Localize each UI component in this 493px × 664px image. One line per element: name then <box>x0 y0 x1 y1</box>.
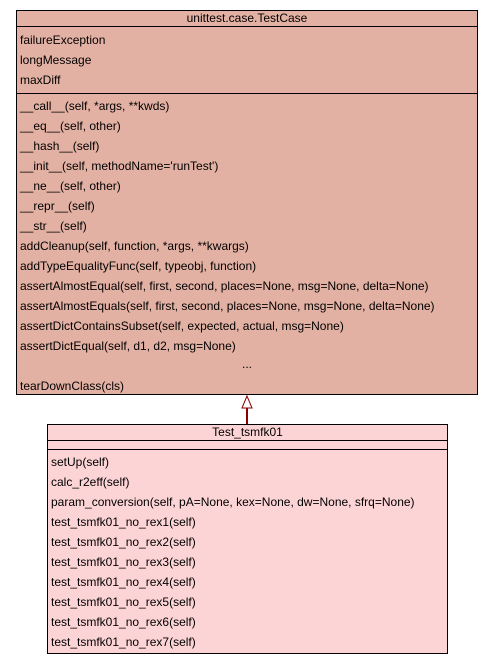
operation-row: test_tsmfk01_no_rex3(self) <box>51 555 196 569</box>
inheritance-arrowhead-icon <box>241 394 253 409</box>
operations-compartment: __call__(self, *args, **kwds) __eq__(sel… <box>17 94 477 396</box>
operation-row: test_tsmfk01_no_rex2(self) <box>51 535 196 549</box>
operation-row: __ne__(self, other) <box>20 179 121 193</box>
operations-compartment: setUp(self) calc_r2eff(self) param_conve… <box>48 450 447 652</box>
operation-row: assertDictEqual(self, d1, d2, msg=None) <box>20 339 236 353</box>
operation-row: __hash__(self) <box>20 139 100 153</box>
operation-row: __repr__(self) <box>20 199 95 213</box>
ellipsis-row: ... <box>241 357 252 371</box>
operation-row: __init__(self, methodName='runTest') <box>20 159 219 173</box>
operation-row: __call__(self, *args, **kwds) <box>20 99 170 113</box>
operation-row: test_tsmfk01_no_rex5(self) <box>51 595 196 609</box>
operation-row: calc_r2eff(self) <box>51 475 130 489</box>
attribute-row: longMessage <box>20 53 92 67</box>
operation-row: __eq__(self, other) <box>20 119 121 133</box>
class-name-testcase: unittest.case.TestCase <box>17 11 477 27</box>
operation-row: addCleanup(self, function, *args, **kwar… <box>20 239 249 253</box>
operation-row: test_tsmfk01_no_rex1(self) <box>51 515 196 529</box>
attributes-compartment-empty <box>48 441 447 450</box>
class-box-testcase: unittest.case.TestCase failureException … <box>16 10 478 395</box>
class-box-test-tsmfk01: Test_tsmfk01 setUp(self) calc_r2eff(self… <box>47 424 448 654</box>
operation-row: tearDownClass(cls) <box>20 379 125 393</box>
operation-row: param_conversion(self, pA=None, kex=None… <box>51 495 415 509</box>
operation-row: assertDictContainsSubset(self, expected,… <box>20 319 344 333</box>
attribute-row: failureException <box>20 33 106 47</box>
operation-row: test_tsmfk01_no_rex6(self) <box>51 615 196 629</box>
operation-row: addTypeEqualityFunc(self, typeobj, funct… <box>20 259 257 273</box>
operation-row: assertAlmostEqual(self, first, second, p… <box>20 279 429 293</box>
operation-row: setUp(self) <box>51 455 110 469</box>
operation-row: test_tsmfk01_no_rex7(self) <box>51 635 196 649</box>
operation-row: assertAlmostEquals(self, first, second, … <box>20 299 435 313</box>
attributes-compartment: failureException longMessage maxDiff <box>17 27 477 94</box>
class-name-test-tsmfk01: Test_tsmfk01 <box>48 425 447 441</box>
operation-row: test_tsmfk01_no_rex4(self) <box>51 575 196 589</box>
attribute-row: maxDiff <box>20 73 61 87</box>
operation-row: __str__(self) <box>20 219 87 233</box>
